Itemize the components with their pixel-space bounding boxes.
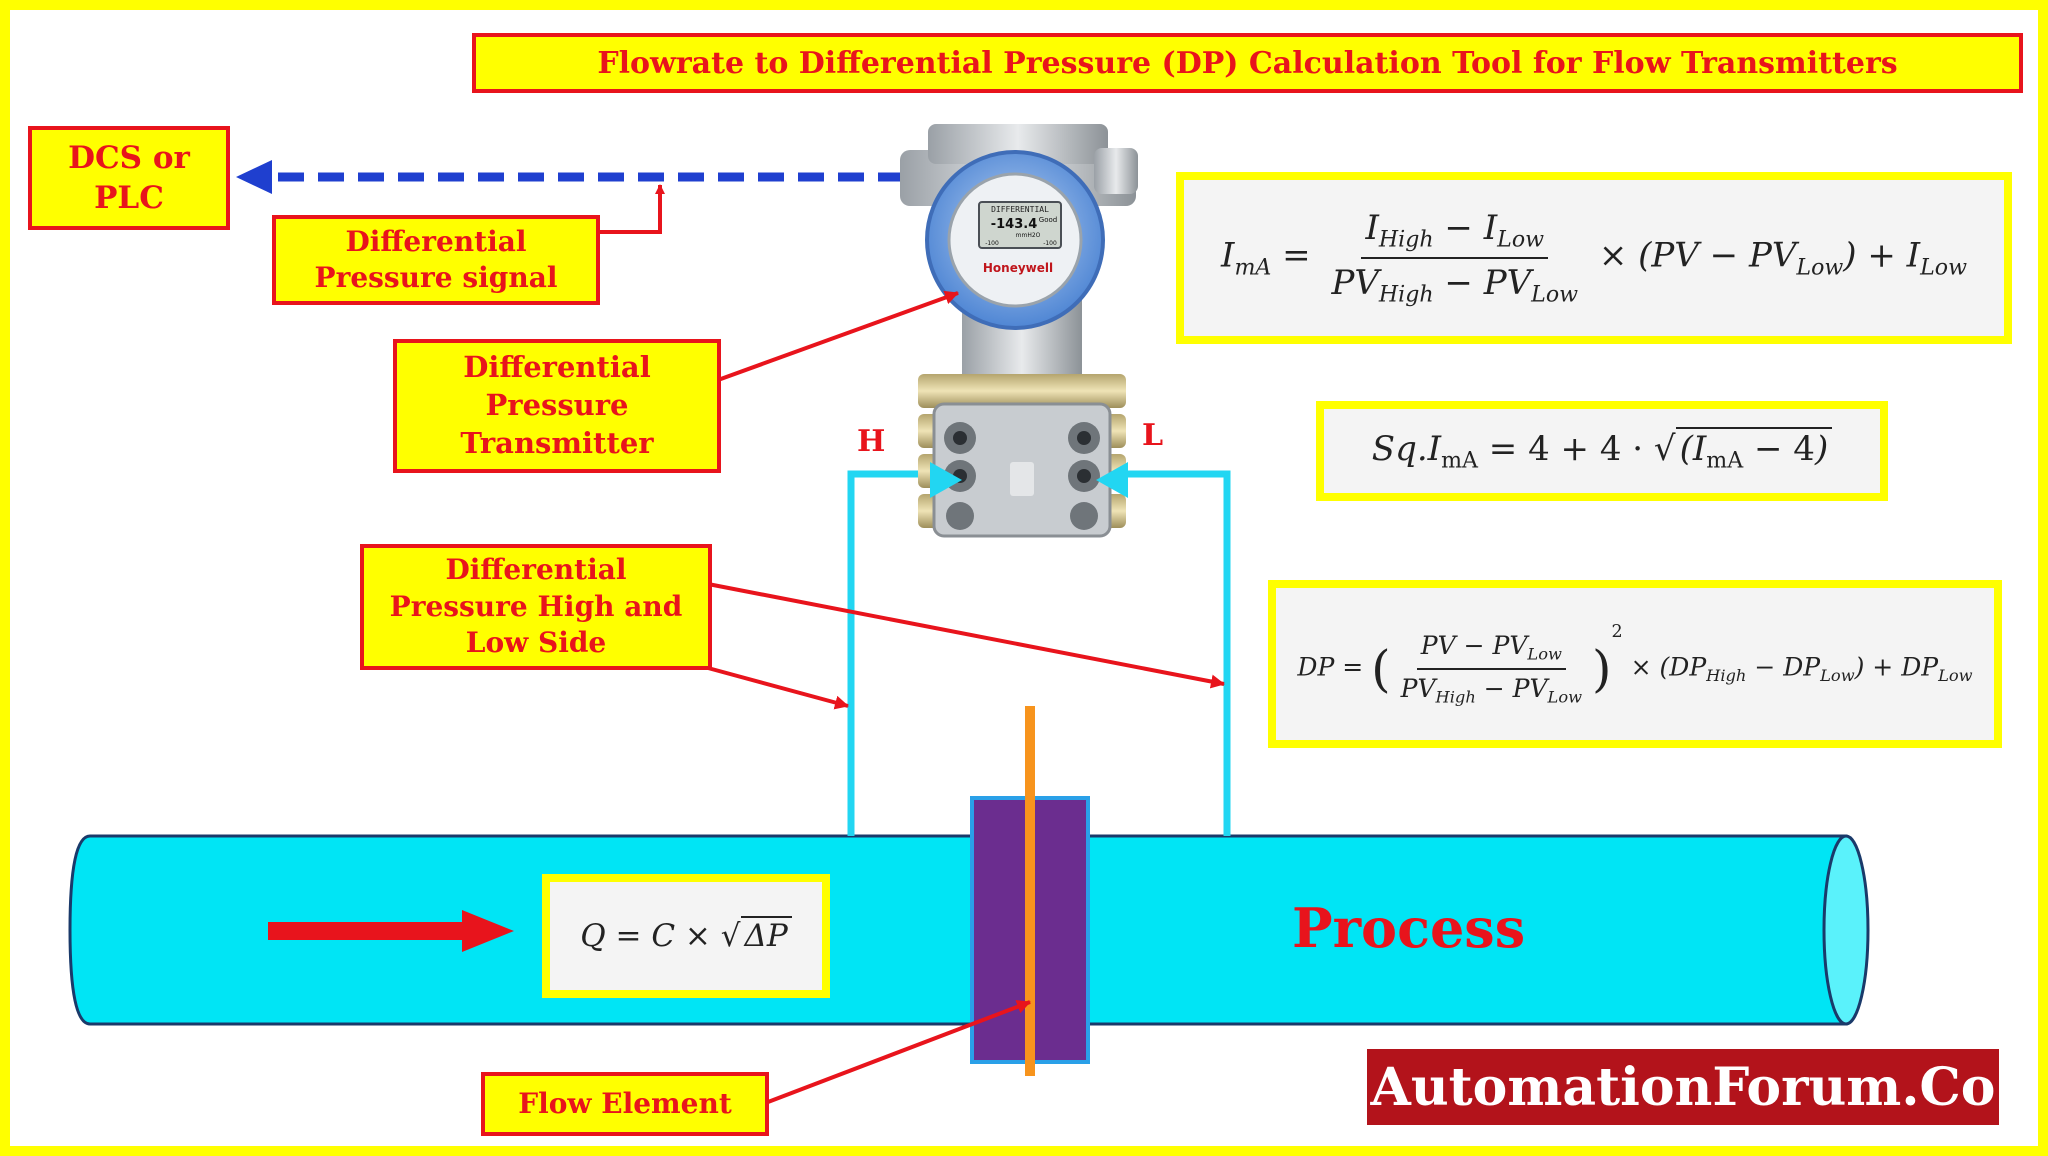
differential-pressure-transmitter: DIFFERENTIAL -143.4 Good mmH2O -100 -100…	[900, 124, 1138, 538]
transmitter-brand-logo: Honeywell	[983, 261, 1053, 275]
dp-formula: DP = ( PV − PVLow PVHigh − PVLow )2 × (D…	[1297, 621, 1973, 707]
transmitter-display-unit: mmH2O	[1016, 232, 1041, 239]
sqrt-current-formula: Sq.ImA = 4 + 4 · √(ImA − 4)	[1372, 426, 1833, 473]
flow-element-label: Flow Element	[481, 1072, 769, 1136]
flow-element-leader	[767, 1000, 1031, 1104]
dp-transmitter-text: Differential Pressure Transmitter	[460, 350, 654, 460]
dp-sides-label: Differential Pressure High and Low Side	[360, 544, 712, 670]
dcs-plc-label: DCS or PLC	[28, 126, 230, 230]
flow-formula: Q = C × √ΔP	[580, 916, 792, 954]
high-side-impulse-line	[847, 470, 934, 836]
process-label: Process	[1292, 896, 1526, 960]
dp-signal-leader	[598, 184, 665, 234]
current-formula: ImA = IHigh − ILow PVHigh − PVLow × (PV …	[1221, 208, 1967, 308]
dp-signal-label: Differential Pressure signal	[272, 215, 600, 305]
low-side-impulse-line	[1124, 470, 1231, 836]
high-side-leader	[707, 666, 849, 710]
low-side-inlet-arrow	[1096, 462, 1128, 498]
high-side-marker: H	[857, 424, 886, 459]
transmitter-display-header: DIFFERENTIAL	[991, 205, 1049, 214]
page-title: Flowrate to Differential Pressure (DP) C…	[472, 33, 2023, 93]
flow-formula-box: Q = C × √ΔP	[542, 874, 830, 998]
brand-logo: AutomationForum.Co	[1364, 1046, 2002, 1128]
dp-sides-text: Differential Pressure High and Low Side	[389, 553, 683, 660]
dp-formula-box: DP = ( PV − PVLow PVHigh − PVLow )2 × (D…	[1268, 580, 2002, 748]
transmitter-display-value: -143.4	[991, 217, 1038, 232]
dp-signal-line	[236, 160, 904, 194]
flow-element-text: Flow Element	[518, 1086, 732, 1120]
transmitter-display-min: -100	[985, 240, 999, 247]
dp-transmitter-label: Differential Pressure Transmitter	[393, 339, 721, 473]
process-pipe	[68, 834, 1870, 1026]
transmitter-display-status: Good	[1039, 216, 1057, 224]
high-side-inlet-arrow	[930, 462, 962, 498]
low-side-leader	[707, 582, 1225, 689]
transmitter-leader	[717, 290, 959, 382]
low-side-marker: L	[1142, 418, 1164, 453]
dcs-plc-text: DCS or PLC	[68, 139, 190, 216]
transmitter-display-max: -100	[1043, 240, 1057, 247]
current-formula-box: ImA = IHigh − ILow PVHigh − PVLow × (PV …	[1176, 172, 2012, 344]
dp-signal-text: Differential Pressure signal	[314, 224, 558, 294]
flow-direction-arrow	[268, 910, 514, 952]
sqrt-current-formula-box: Sq.ImA = 4 + 4 · √(ImA − 4)	[1316, 401, 1888, 501]
